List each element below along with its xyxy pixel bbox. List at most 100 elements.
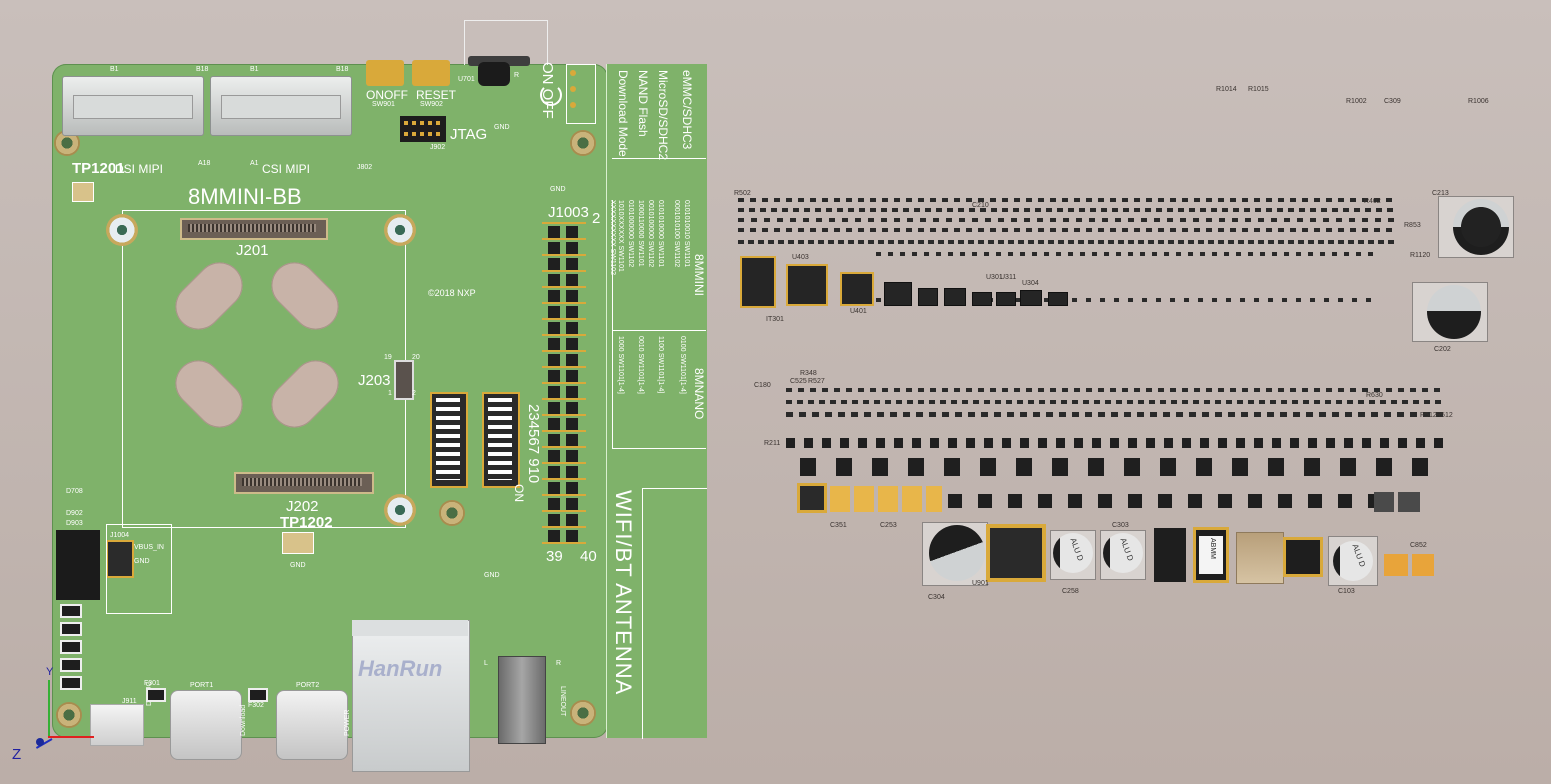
part-label: U301 xyxy=(986,274,1003,281)
testpoint-tp1201: TP1201 xyxy=(72,160,125,177)
part-label: C525 xyxy=(790,378,807,385)
capacitor-row xyxy=(786,438,1446,448)
reset-button[interactable] xyxy=(412,60,450,86)
usb-c-port1[interactable] xyxy=(170,690,242,760)
j1004-connector xyxy=(106,540,134,578)
resistor-array-bottom xyxy=(786,388,1446,428)
mounting-hole xyxy=(56,702,82,728)
electrolytic-cap xyxy=(1438,196,1514,258)
led xyxy=(60,640,82,654)
tantalum-cap xyxy=(926,486,942,512)
tantalum-cap xyxy=(902,486,922,512)
nano-row: 1100 SW1101[1-4] xyxy=(657,336,664,394)
part-label: C103 xyxy=(1338,588,1355,595)
chip-u901 xyxy=(990,528,1042,578)
tantalum-cap xyxy=(1384,554,1408,576)
vbus-in-label: VBUS_IN xyxy=(134,544,164,551)
part-label: C210 xyxy=(972,202,989,209)
part-label: R502 xyxy=(734,190,751,197)
part-label: R348 xyxy=(800,370,817,377)
lineout-label: LINEOUT xyxy=(559,686,566,717)
pin-label: A1 xyxy=(250,160,259,167)
led xyxy=(60,604,82,618)
smd-part xyxy=(1374,492,1394,512)
antenna-divider xyxy=(612,158,706,159)
micro-usb-debug[interactable] xyxy=(90,704,144,746)
j201-connector xyxy=(180,218,328,240)
part-label: U403 xyxy=(792,254,809,261)
antenna-col3-header: NAND Flash xyxy=(636,70,650,137)
smd-part xyxy=(1398,492,1420,512)
antenna-area xyxy=(606,64,707,738)
chip-u403 xyxy=(788,266,826,304)
port1-label: PORT1 xyxy=(190,682,214,689)
reset-label: RESET xyxy=(416,88,457,102)
pin-label: 2 xyxy=(412,390,416,397)
part-label: R853 xyxy=(1404,222,1421,229)
pin-label: B1 xyxy=(110,66,119,73)
part-label: R1002 xyxy=(1346,98,1367,105)
ethernet-jack[interactable] xyxy=(352,620,470,772)
chip xyxy=(1286,540,1320,574)
f301-label: F301 xyxy=(144,680,160,687)
f302-label: F302 xyxy=(248,702,264,709)
part-label: R1006 xyxy=(1468,98,1489,105)
standoff-hole xyxy=(384,214,416,246)
smd-row xyxy=(948,494,1428,508)
gnd-label: GND xyxy=(134,558,150,565)
part-label: U311 xyxy=(1000,274,1017,281)
tantalum-cap xyxy=(878,486,898,512)
mini-row: 0010100000 SW1102 xyxy=(647,200,654,268)
fuse-f302 xyxy=(248,688,268,702)
y-axis-label: Y xyxy=(46,666,54,678)
dip-number-label: 234567 910 xyxy=(525,404,542,484)
power-icon xyxy=(540,84,562,106)
part-label: R512 xyxy=(1420,412,1437,419)
sw902-label: SW902 xyxy=(420,101,443,108)
chip xyxy=(944,288,966,306)
part-label: C258 xyxy=(1062,588,1079,595)
pin-40-label: 40 xyxy=(580,548,597,565)
hanrun-logo: HanRun xyxy=(358,656,443,681)
audio-jack[interactable] xyxy=(498,656,546,744)
part-label: R1014 xyxy=(1216,86,1237,93)
mini-row: 0101010000 SW1101 xyxy=(657,200,664,268)
l-label: L xyxy=(484,660,488,667)
pin-label: B1 xyxy=(250,66,259,73)
antenna-divider xyxy=(612,200,613,448)
tantalum-cap xyxy=(830,486,850,512)
power-label: POWER xyxy=(344,709,351,736)
testpoint-tp1202: TP1202 xyxy=(280,514,333,531)
pin-label: A18 xyxy=(198,160,211,167)
j911-label: J911 xyxy=(122,698,137,705)
u701-label: U701 xyxy=(458,76,475,83)
testpoint-pad xyxy=(72,182,94,202)
y-axis-line xyxy=(48,680,50,738)
onoff-button[interactable] xyxy=(366,60,404,86)
part-label: C180 xyxy=(754,382,771,389)
part-label: C213 xyxy=(1432,190,1449,197)
d708-label: D708 xyxy=(66,488,83,495)
pin-label: 19 xyxy=(384,354,392,361)
port2-label: PORT2 xyxy=(296,682,320,689)
part-label: R1015 xyxy=(1248,86,1269,93)
j201-label: J201 xyxy=(236,242,269,259)
mounting-hole xyxy=(439,500,465,526)
mounting-hole xyxy=(570,130,596,156)
gnd-label: GND xyxy=(290,562,306,569)
dip-switch-sw1102[interactable] xyxy=(482,392,520,488)
chip xyxy=(1048,292,1068,306)
antenna-title: WIFI/BT ANTENNA xyxy=(611,490,636,696)
j203-connector xyxy=(394,360,414,400)
led xyxy=(60,676,82,690)
mounting-hole xyxy=(570,700,596,726)
mini-row: 0101010010 SW1101 xyxy=(683,200,690,268)
nano-row: 0100 SW1101[1-4] xyxy=(679,336,686,394)
jtag-label: JTAG xyxy=(450,126,488,143)
jtag-connector xyxy=(400,116,446,142)
axis-origin xyxy=(36,738,44,746)
dip-switch-sw1101[interactable] xyxy=(430,392,468,488)
antenna-box xyxy=(642,488,707,739)
r-label: R xyxy=(556,660,562,667)
usb-c-port2[interactable] xyxy=(276,690,348,760)
